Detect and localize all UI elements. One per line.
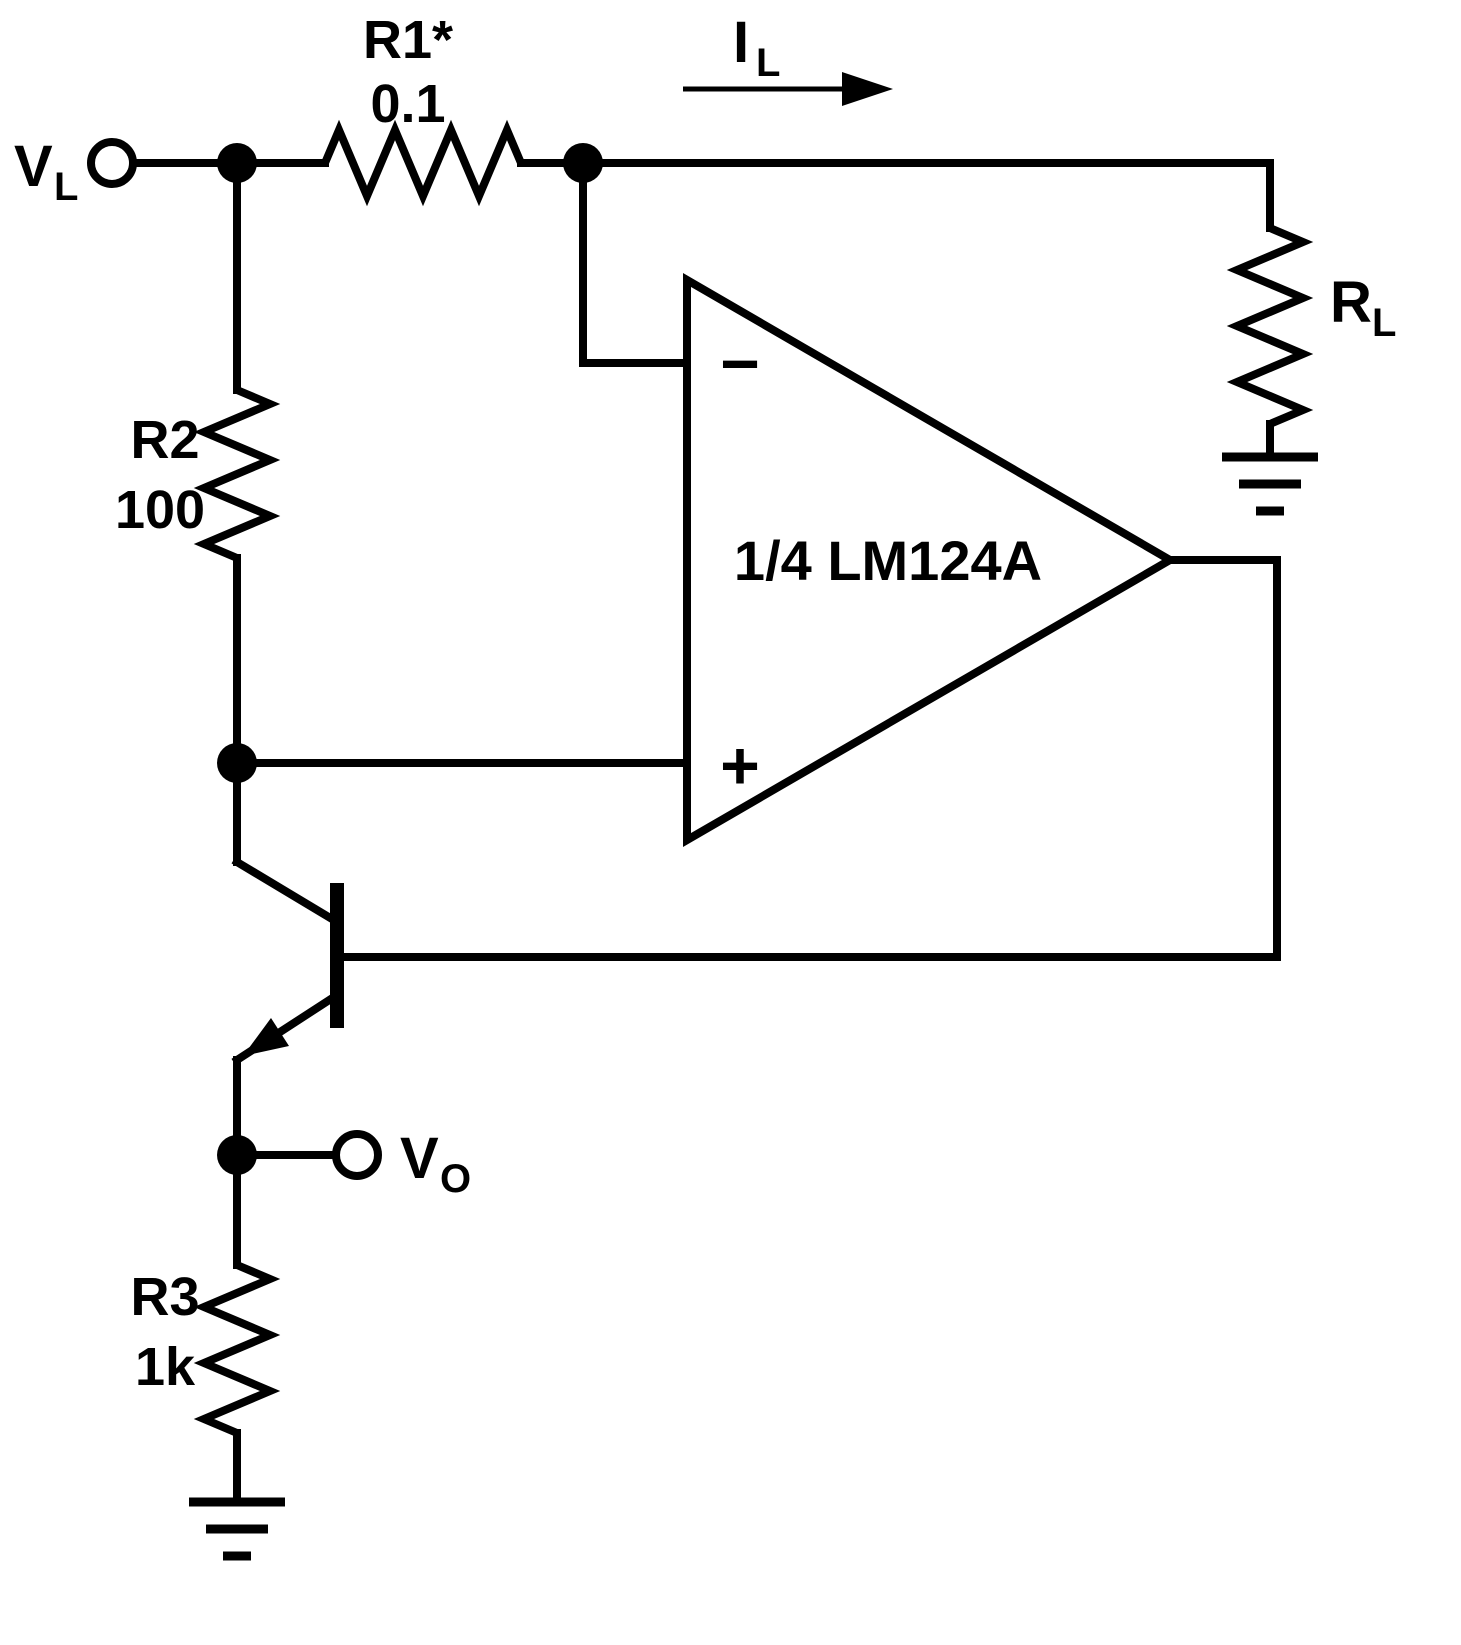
vl-label-sub: L bbox=[54, 165, 78, 209]
r1-value: 0.1 bbox=[370, 74, 445, 134]
opamp-noninverting-sign: + bbox=[720, 728, 760, 804]
resistor-r2-zigzag bbox=[193, 386, 281, 562]
r3-value: 1k bbox=[135, 1337, 196, 1397]
junction-dot-r1-right bbox=[563, 143, 603, 183]
label-r3: R3 1k bbox=[130, 1267, 199, 1397]
vl-label-main: V bbox=[14, 134, 53, 199]
vo-label-main: V bbox=[400, 1126, 439, 1191]
label-vl: V L bbox=[14, 134, 78, 209]
label-vo: V O bbox=[400, 1126, 471, 1201]
r2-value: 100 bbox=[115, 480, 205, 540]
opamp-triangle bbox=[683, 273, 1178, 847]
ground-symbol-rl bbox=[1222, 452, 1318, 516]
il-label-main: I bbox=[733, 10, 749, 75]
r1-name: R1* bbox=[363, 10, 453, 70]
ground-symbol-r3 bbox=[189, 1497, 285, 1561]
wire-output-to-base bbox=[336, 556, 1281, 961]
il-label-sub: L bbox=[756, 41, 780, 85]
label-rl: R L bbox=[1330, 270, 1396, 345]
resistor-r3-zigzag bbox=[193, 1261, 281, 1437]
resistor-rl-zigzag bbox=[1226, 224, 1314, 428]
transistor-upper-lead bbox=[231, 856, 343, 928]
opamp-label: 1/4 LM124A bbox=[734, 529, 1042, 592]
r2-name: R2 bbox=[130, 410, 199, 470]
junction-dot-noninverting bbox=[217, 743, 257, 783]
transistor-emitter-arrow-icon bbox=[243, 1018, 289, 1056]
vo-terminal bbox=[332, 1130, 382, 1180]
r3-name: R3 bbox=[130, 1267, 199, 1327]
junction-dot-vo bbox=[217, 1135, 257, 1175]
vo-label-sub: O bbox=[440, 1157, 471, 1201]
rl-label-sub: L bbox=[1372, 301, 1396, 345]
resistor-r1-zigzag bbox=[321, 119, 525, 207]
label-il: I L bbox=[733, 10, 780, 85]
label-r1: R1* 0.1 bbox=[363, 10, 453, 134]
wire-r1-to-rl bbox=[517, 159, 1274, 232]
label-r2: R2 100 bbox=[115, 410, 205, 540]
rl-label-main: R bbox=[1330, 270, 1372, 335]
vl-terminal bbox=[87, 138, 137, 188]
wire-inverting-input bbox=[579, 159, 691, 367]
opamp-inverting-sign: − bbox=[720, 326, 760, 402]
junction-dot-vl bbox=[217, 143, 257, 183]
il-arrowhead-icon bbox=[842, 72, 893, 106]
